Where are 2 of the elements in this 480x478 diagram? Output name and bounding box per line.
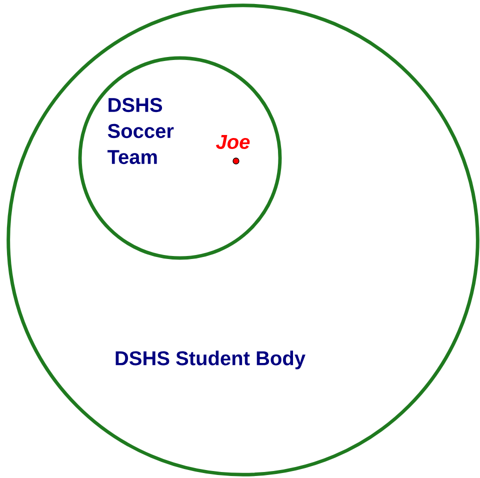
node-label: Joe xyxy=(216,135,250,149)
point: Joe xyxy=(216,135,250,164)
